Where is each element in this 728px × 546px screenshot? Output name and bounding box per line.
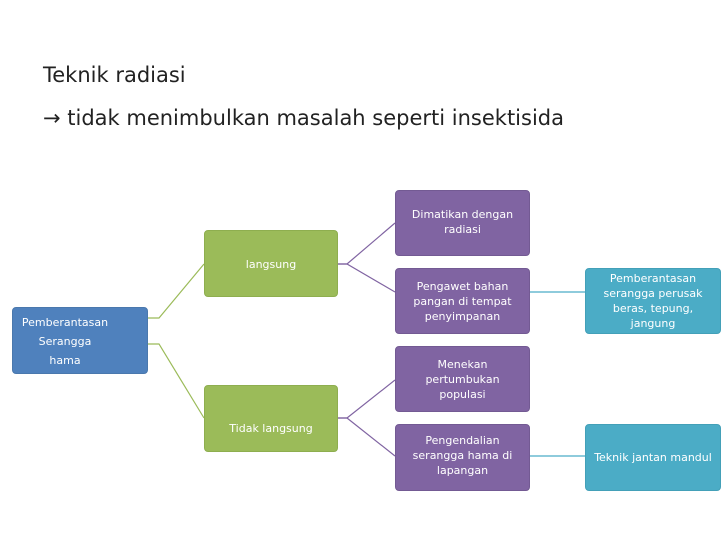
connector-root-to-indirect <box>148 343 205 419</box>
node-root-line1: Pemberantasan <box>21 316 109 329</box>
connector-indirect-to-suppress <box>338 379 396 419</box>
connector-direct-to-preserve <box>338 263 396 293</box>
node-root-text: Pemberantasan Serangga hama <box>17 313 113 370</box>
connector-root-to-direct <box>148 263 205 319</box>
slide-title-line1: Teknik radiasi <box>43 63 186 87</box>
node-direct: langsung <box>204 230 338 297</box>
node-preserve: Pengawet bahan pangan di tempat penyimpa… <box>395 268 530 334</box>
slide-title-line2: → tidak menimbulkan masalah seperti inse… <box>43 106 564 130</box>
node-root-line2: Serangga <box>38 335 92 348</box>
node-field: Pengendalian serangga hama di lapangan <box>395 424 530 491</box>
node-radiation: Dimatikan dengan radiasi <box>395 190 530 256</box>
connector-direct-to-radiation <box>338 222 396 265</box>
node-root-line3: hama <box>49 354 81 367</box>
node-storage: Pemberantasan serangga perusak beras, te… <box>585 268 721 334</box>
node-suppress: Menekan pertumbukan populasi <box>395 346 530 412</box>
node-root: Pemberantasan Serangga hama <box>12 307 148 374</box>
node-male: Teknik jantan mandul <box>585 424 721 491</box>
node-indirect: Tidak langsung <box>204 385 338 452</box>
connector-indirect-to-field <box>338 417 396 457</box>
